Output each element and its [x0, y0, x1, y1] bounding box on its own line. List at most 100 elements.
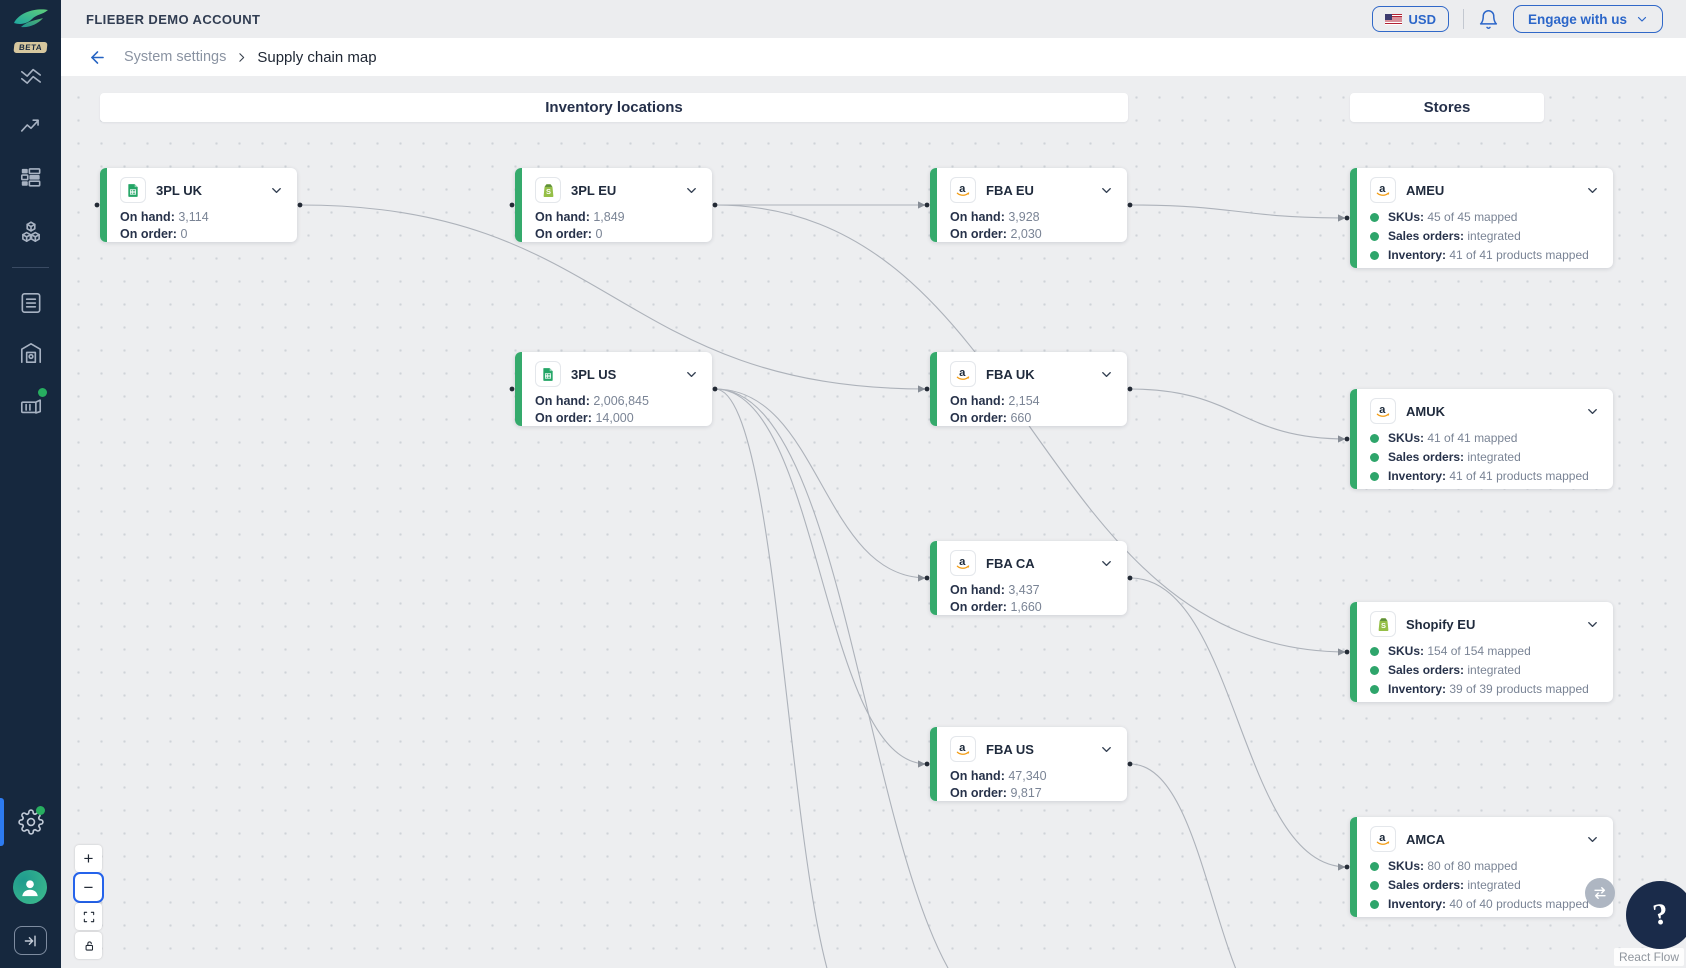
- skus-row: SKUs: 41 of 41 mapped: [1370, 431, 1601, 445]
- transfer-arrows-widget[interactable]: [1585, 878, 1615, 908]
- lock-interactivity-button[interactable]: [75, 932, 102, 959]
- location-node-3pl-eu[interactable]: S 3PL EU On hand: 1,849 On order: 0: [515, 168, 712, 242]
- shopify-icon: S: [1378, 617, 1388, 631]
- node-title: 3PL EU: [571, 182, 617, 198]
- breadcrumb-parent[interactable]: System settings: [124, 49, 227, 65]
- bell-icon: [1479, 9, 1498, 29]
- node-title: FBA US: [986, 741, 1034, 757]
- sheets-icon: [543, 367, 553, 381]
- page-title: Supply chain map: [257, 48, 377, 66]
- location-node-fba-eu[interactable]: a FBA EU On hand: 3,928 On order: 2,030: [930, 168, 1127, 242]
- fit-view-button[interactable]: [75, 903, 102, 930]
- transfer-arrows-icon: [1594, 887, 1606, 899]
- svg-text:a: a: [1379, 832, 1386, 844]
- expand-node-button[interactable]: [684, 183, 699, 198]
- expand-node-button[interactable]: [1099, 367, 1114, 382]
- topbar-divider: [1462, 9, 1464, 29]
- channel-icon: [535, 361, 561, 387]
- zoom-in-button[interactable]: +: [75, 845, 102, 872]
- sales-orders-row: Sales orders: integrated: [1370, 663, 1601, 677]
- channel-icon: a: [950, 177, 976, 203]
- status-dot: [1370, 880, 1379, 890]
- node-title: FBA EU: [986, 182, 1034, 198]
- sales-orders-row: Sales orders: integrated: [1370, 878, 1601, 892]
- collapse-sidebar-button[interactable]: [14, 926, 47, 955]
- skus-row: SKUs: 45 of 45 mapped: [1370, 210, 1601, 224]
- expand-node-button[interactable]: [1099, 556, 1114, 571]
- react-flow-attribution[interactable]: React Flow: [1613, 948, 1684, 966]
- sidebar-divider: [12, 267, 49, 268]
- sidebar-item-inventory-bars[interactable]: [18, 164, 44, 190]
- sidebar-item-analytics[interactable]: [18, 62, 44, 88]
- svg-text:a: a: [1379, 404, 1386, 416]
- expand-node-button[interactable]: [1585, 832, 1600, 847]
- shipping-container-icon: [20, 399, 42, 414]
- zoom-out-button[interactable]: −: [73, 872, 104, 903]
- expand-node-button[interactable]: [1585, 404, 1600, 419]
- active-nav-indicator: [0, 798, 4, 846]
- sidebar-item-product-cubes[interactable]: [18, 219, 44, 245]
- amazon-icon: a: [956, 556, 970, 569]
- sidebar-item-warehouse[interactable]: [18, 340, 44, 366]
- expand-node-button[interactable]: [1099, 183, 1114, 198]
- user-icon: [22, 880, 38, 897]
- expand-node-button[interactable]: [1585, 183, 1600, 198]
- channel-icon: a: [1370, 398, 1396, 424]
- engage-with-us-button[interactable]: Engage with us: [1512, 5, 1663, 33]
- store-node-shopify-eu[interactable]: S Shopify EU SKUs: 154 of 154 mapped Sal…: [1350, 602, 1613, 702]
- location-node-3pl-us[interactable]: 3PL US On hand: 2,006,845 On order: 14,0…: [515, 352, 712, 426]
- trend-chart-icon: [20, 119, 39, 132]
- skus-row: SKUs: 154 of 154 mapped: [1370, 644, 1601, 658]
- sidebar-item-trend-chart[interactable]: [18, 112, 44, 138]
- expand-node-button[interactable]: [269, 183, 284, 198]
- on-hand-row: On hand: 2,006,845: [535, 394, 649, 408]
- node-title: Shopify EU: [1406, 616, 1476, 632]
- store-node-ameu[interactable]: a AMEU SKUs: 45 of 45 mapped Sales order…: [1350, 168, 1613, 268]
- back-button[interactable]: [88, 48, 107, 67]
- breadcrumb-chevron-icon: [235, 51, 248, 64]
- sidebar-item-shipping-container[interactable]: [18, 394, 44, 420]
- supply-chain-canvas[interactable]: Inventory locations Stores 3PL UK On han…: [61, 76, 1686, 968]
- on-order-row: On order: 2,030: [950, 227, 1042, 241]
- status-dot: [1370, 471, 1379, 481]
- on-order-row: On order: 660: [950, 411, 1032, 425]
- flieber-logo[interactable]: BETA: [0, 6, 61, 55]
- orders-list-icon: [21, 292, 41, 314]
- currency-button[interactable]: USD: [1371, 6, 1449, 32]
- chevron-down-icon: [1102, 187, 1111, 193]
- channel-icon: a: [950, 361, 976, 387]
- on-hand-row: On hand: 1,849: [535, 210, 625, 224]
- location-node-fba-us[interactable]: a FBA US On hand: 47,340 On order: 9,817: [930, 727, 1127, 801]
- sidebar-item-settings[interactable]: [18, 809, 44, 835]
- node-title: FBA CA: [986, 555, 1035, 571]
- node-title: AMUK: [1406, 403, 1445, 419]
- expand-node-button[interactable]: [1099, 742, 1114, 757]
- analytics-icon: [20, 68, 42, 84]
- avatar[interactable]: [13, 870, 47, 904]
- channel-icon: a: [1370, 826, 1396, 852]
- inventory-row: Inventory: 39 of 39 products mapped: [1370, 682, 1601, 696]
- chevron-down-icon: [272, 187, 281, 193]
- expand-node-button[interactable]: [684, 367, 699, 382]
- location-node-fba-ca[interactable]: a FBA CA On hand: 3,437 On order: 1,660: [930, 541, 1127, 615]
- on-hand-row: On hand: 3,928: [950, 210, 1040, 224]
- chevron-down-icon: [1102, 371, 1111, 377]
- on-order-row: On order: 14,000: [535, 411, 634, 425]
- location-node-fba-uk[interactable]: a FBA UK On hand: 2,154 On order: 660: [930, 352, 1127, 426]
- on-hand-row: On hand: 47,340: [950, 769, 1047, 783]
- channel-icon: [120, 177, 146, 203]
- help-widget-button[interactable]: ?: [1626, 881, 1686, 949]
- status-dot: [1370, 684, 1379, 694]
- svg-text:S: S: [1381, 621, 1386, 630]
- status-dot: [1370, 899, 1379, 909]
- status-dot: [1370, 665, 1379, 675]
- expand-node-button[interactable]: [1585, 617, 1600, 632]
- lock-icon: [85, 940, 93, 951]
- store-node-amca[interactable]: a AMCA SKUs: 80 of 80 mapped Sales order…: [1350, 817, 1613, 917]
- location-node-3pl-uk[interactable]: 3PL UK On hand: 3,114 On order: 0: [100, 168, 297, 242]
- sales-orders-row: Sales orders: integrated: [1370, 450, 1601, 464]
- notifications-button[interactable]: [1478, 9, 1499, 30]
- store-node-amuk[interactable]: a AMUK SKUs: 41 of 41 mapped Sales order…: [1350, 389, 1613, 489]
- flieber-logo-icon: [13, 9, 48, 28]
- sidebar-item-orders-list[interactable]: [18, 290, 44, 316]
